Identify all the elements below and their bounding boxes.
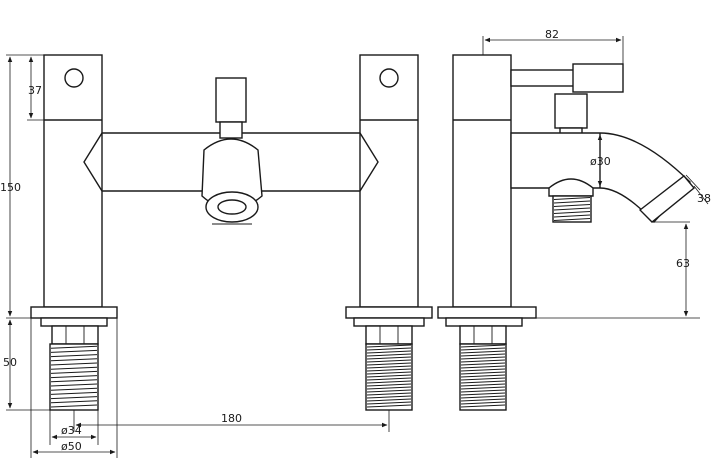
left-handle-indicator bbox=[64, 68, 84, 88]
dimension-lines bbox=[6, 36, 709, 458]
thread-line bbox=[50, 391, 98, 395]
thread-line bbox=[366, 377, 412, 381]
label-spout-tip: 38 bbox=[697, 192, 711, 205]
thread-line bbox=[460, 344, 506, 348]
thread-line bbox=[50, 383, 98, 387]
right-pillar bbox=[359, 54, 419, 308]
label-outer-diameter: ø50 bbox=[61, 440, 82, 453]
right-handle-indicator bbox=[379, 68, 399, 88]
thread-line bbox=[366, 386, 412, 390]
thread-line bbox=[50, 404, 98, 408]
label-handle-height: 37 bbox=[28, 84, 42, 97]
label-spout-diameter: ø30 bbox=[590, 155, 611, 168]
thread-line bbox=[460, 362, 506, 366]
thread-line bbox=[366, 380, 412, 384]
thread-line bbox=[460, 368, 506, 372]
thread-line bbox=[460, 374, 506, 378]
thread-line bbox=[50, 362, 98, 366]
side-view bbox=[437, 54, 695, 411]
thread-line bbox=[50, 387, 98, 391]
thread-line bbox=[366, 350, 412, 354]
side-spout bbox=[510, 132, 695, 224]
label-spout-height: 63 bbox=[676, 257, 690, 270]
front-view bbox=[30, 54, 433, 411]
thread-line bbox=[553, 211, 591, 214]
thread-line bbox=[460, 389, 506, 393]
thread-line bbox=[366, 368, 412, 372]
thread-line bbox=[366, 371, 412, 375]
thread-line bbox=[553, 218, 591, 221]
thread-line bbox=[366, 365, 412, 369]
thread-line bbox=[460, 377, 506, 381]
thread-line bbox=[460, 371, 506, 375]
label-centres: 180 bbox=[221, 412, 242, 425]
thread-line bbox=[460, 404, 506, 408]
thread-line bbox=[50, 354, 98, 358]
thread-line bbox=[553, 197, 591, 200]
thread-line bbox=[366, 398, 412, 402]
thread-line bbox=[366, 404, 412, 408]
thread-line bbox=[553, 204, 591, 207]
thread-line bbox=[460, 386, 506, 390]
thread-line bbox=[50, 345, 98, 349]
thread-line bbox=[366, 374, 412, 378]
thread-line bbox=[460, 401, 506, 405]
thread-line bbox=[50, 396, 98, 400]
spout-outlet bbox=[201, 138, 263, 225]
label-overall-height: 150 bbox=[0, 181, 21, 194]
lever-handle bbox=[510, 63, 624, 93]
left-base bbox=[30, 306, 118, 411]
thread-line bbox=[50, 358, 98, 362]
thread-line bbox=[460, 380, 506, 384]
side-pillar bbox=[452, 54, 512, 308]
thread-line bbox=[460, 347, 506, 351]
thread-line bbox=[460, 359, 506, 363]
side-diverter-knob bbox=[554, 93, 588, 137]
thread-line bbox=[460, 356, 506, 360]
thread-line bbox=[366, 389, 412, 393]
thread-line bbox=[366, 395, 412, 399]
thread-line bbox=[460, 392, 506, 396]
thread-line bbox=[460, 350, 506, 354]
thread-line bbox=[366, 359, 412, 363]
label-top-width: 82 bbox=[545, 28, 559, 41]
thread-line bbox=[50, 375, 98, 379]
label-base-height: 50 bbox=[3, 356, 17, 369]
thread-line bbox=[366, 392, 412, 396]
thread-line bbox=[460, 395, 506, 399]
thread-line bbox=[553, 214, 591, 218]
thread-line bbox=[366, 401, 412, 405]
thread-line bbox=[366, 356, 412, 360]
thread-line bbox=[50, 379, 98, 383]
thread-line bbox=[366, 362, 412, 366]
diverter-knob bbox=[215, 77, 247, 139]
thread-line bbox=[553, 207, 591, 211]
thread-line bbox=[366, 347, 412, 351]
side-base bbox=[437, 306, 537, 411]
thread-line bbox=[460, 365, 506, 369]
thread-line bbox=[50, 349, 98, 353]
thread-line bbox=[366, 383, 412, 387]
thread-line bbox=[366, 353, 412, 357]
thread-line bbox=[50, 400, 98, 404]
thread-line bbox=[50, 366, 98, 370]
thread-line bbox=[460, 383, 506, 387]
thread-line bbox=[50, 370, 98, 374]
left-pillar bbox=[43, 54, 103, 308]
thread-line bbox=[553, 200, 591, 204]
thread-line bbox=[366, 344, 412, 348]
label-inner-diameter: ø34 bbox=[61, 424, 82, 437]
thread-line bbox=[460, 353, 506, 357]
thread-line bbox=[460, 398, 506, 402]
